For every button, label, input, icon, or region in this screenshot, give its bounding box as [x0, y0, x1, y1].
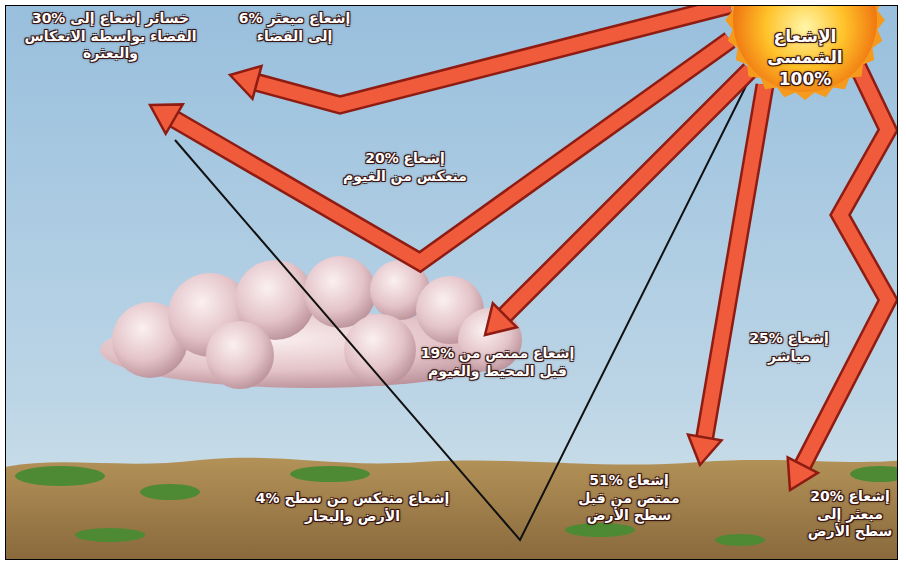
- arrow-fills: [173, 5, 889, 467]
- grass-patch: [290, 466, 370, 482]
- percentage-label: 4% إشعاع منعكس من سطح الأرض والبحار: [245, 490, 460, 525]
- ground: [5, 458, 898, 560]
- arrow-shaft: [802, 40, 888, 467]
- sun-disc-face: [733, 5, 877, 92]
- percentage-label: 25% إشعاع مباشر: [740, 330, 838, 365]
- radiation-illustration: [5, 5, 898, 560]
- picture-frame: الإشعاع الشمسى 100% 30% خسائر إشعاع إلى ا…: [5, 5, 898, 560]
- percentage-label: 20% إشعاع منعكس من الغيوم: [340, 150, 470, 185]
- arrow-head: [688, 435, 722, 466]
- arrow-head: [485, 303, 517, 335]
- sun-rays: [725, 5, 885, 100]
- picture-stage: الإشعاع الشمسى 100% 30% خسائر إشعاع إلى ا…: [5, 5, 898, 560]
- sun-disc: الإشعاع الشمسى 100%: [725, 5, 885, 100]
- percentage-label: 19% إشعاع ممتص من قبل المحيط والغيوم: [415, 345, 580, 380]
- arrow-heads: [150, 66, 818, 490]
- sun-label: الإشعاع الشمسى 100%: [740, 26, 870, 90]
- grass-patch: [140, 484, 200, 500]
- arrow-outlines: [173, 5, 889, 467]
- grass-patches: [15, 466, 898, 546]
- grass-patch: [75, 528, 145, 542]
- percentage-label: 6% إشعاع مبعثر إلى الفضاء: [232, 10, 357, 45]
- arrow-shaft: [704, 85, 765, 439]
- grass-patch: [850, 466, 898, 482]
- percentage-label: 51% إشعاع ممتص من قبل سطح الأرض: [568, 472, 690, 525]
- grass-patch: [565, 523, 635, 537]
- connector-layer: [5, 5, 898, 560]
- arrow-shaft: [503, 70, 750, 317]
- arrow-head: [230, 66, 262, 99]
- arrow-head: [150, 104, 183, 133]
- cloud-puff: [206, 321, 274, 389]
- grass-patch: [715, 534, 765, 546]
- arrow-shaft: [802, 40, 888, 467]
- arrow-shaft: [704, 85, 765, 439]
- arrow-shaft: [173, 40, 731, 262]
- percentage-label: 30% خسائر إشعاع إلى الفضاء بواسطة الانعك…: [18, 10, 203, 63]
- arrow-head: [788, 457, 818, 490]
- cloud-puff: [344, 314, 416, 386]
- grass-patch: [15, 466, 105, 486]
- sky: [5, 5, 898, 560]
- percentage-label: 20% إشعاع مبعثر إلى سطح الأرض: [805, 488, 895, 541]
